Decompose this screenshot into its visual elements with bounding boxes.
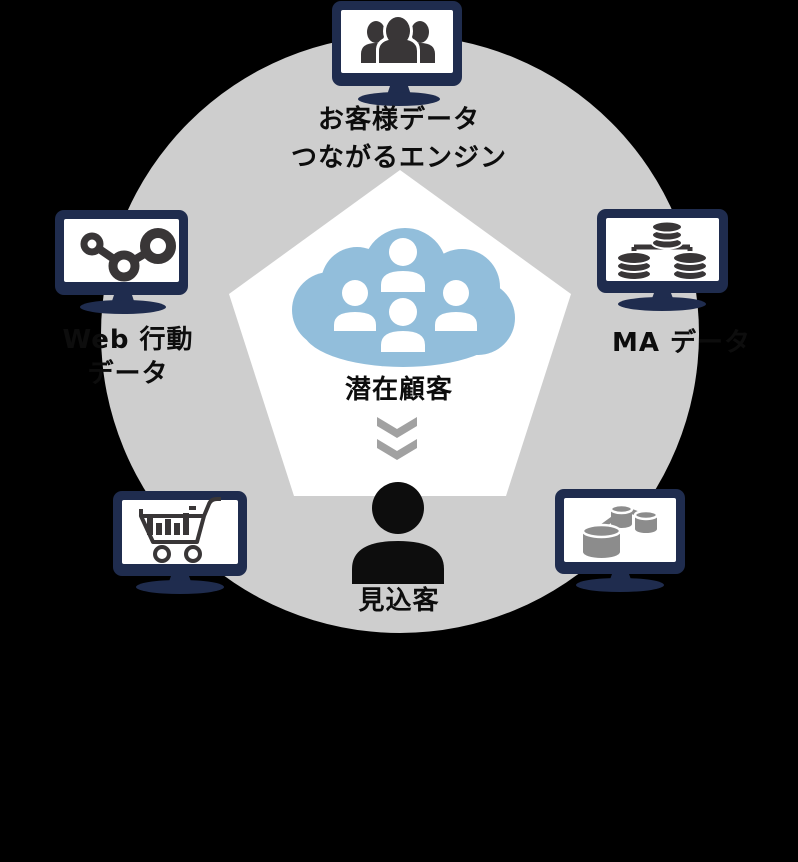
cloud-person-icon [435,280,477,331]
prospects-label: 見込客 [358,586,440,616]
monitor-lower-right [555,489,685,592]
cylinder-large [581,523,622,558]
customer-data-label-line1: お客様データ [317,105,480,135]
cloud-icon [292,228,515,367]
double-chevron-down-icon [377,417,417,460]
cylinder-small-right [633,509,659,533]
potential-customers-label: 潜在顧客 [344,375,453,405]
cloud-person-icon [381,238,425,292]
dot-line-chart-icon [80,228,176,282]
cloud-person-icon [334,280,376,331]
group-people-icon [361,14,435,63]
customer-data-label-line2: つながるエンジン [290,143,507,173]
monitor-upper-left [55,210,188,314]
database-tree-icon [616,220,708,281]
monitor-top [332,1,462,106]
cloud-person-icon [381,298,425,352]
prospect-person-icon [352,482,444,584]
monitor-lower-left [113,491,247,594]
monitor-upper-right [597,209,728,311]
web-behavior-label-line2: データ [87,359,169,389]
linked-cylinders-icon [581,503,659,558]
cylinder-small-mid [609,503,634,528]
shopping-cart-icon [139,497,221,563]
ma-data-label: MA データ [612,328,752,358]
web-behavior-label-line1: Web 行動 [62,325,194,355]
